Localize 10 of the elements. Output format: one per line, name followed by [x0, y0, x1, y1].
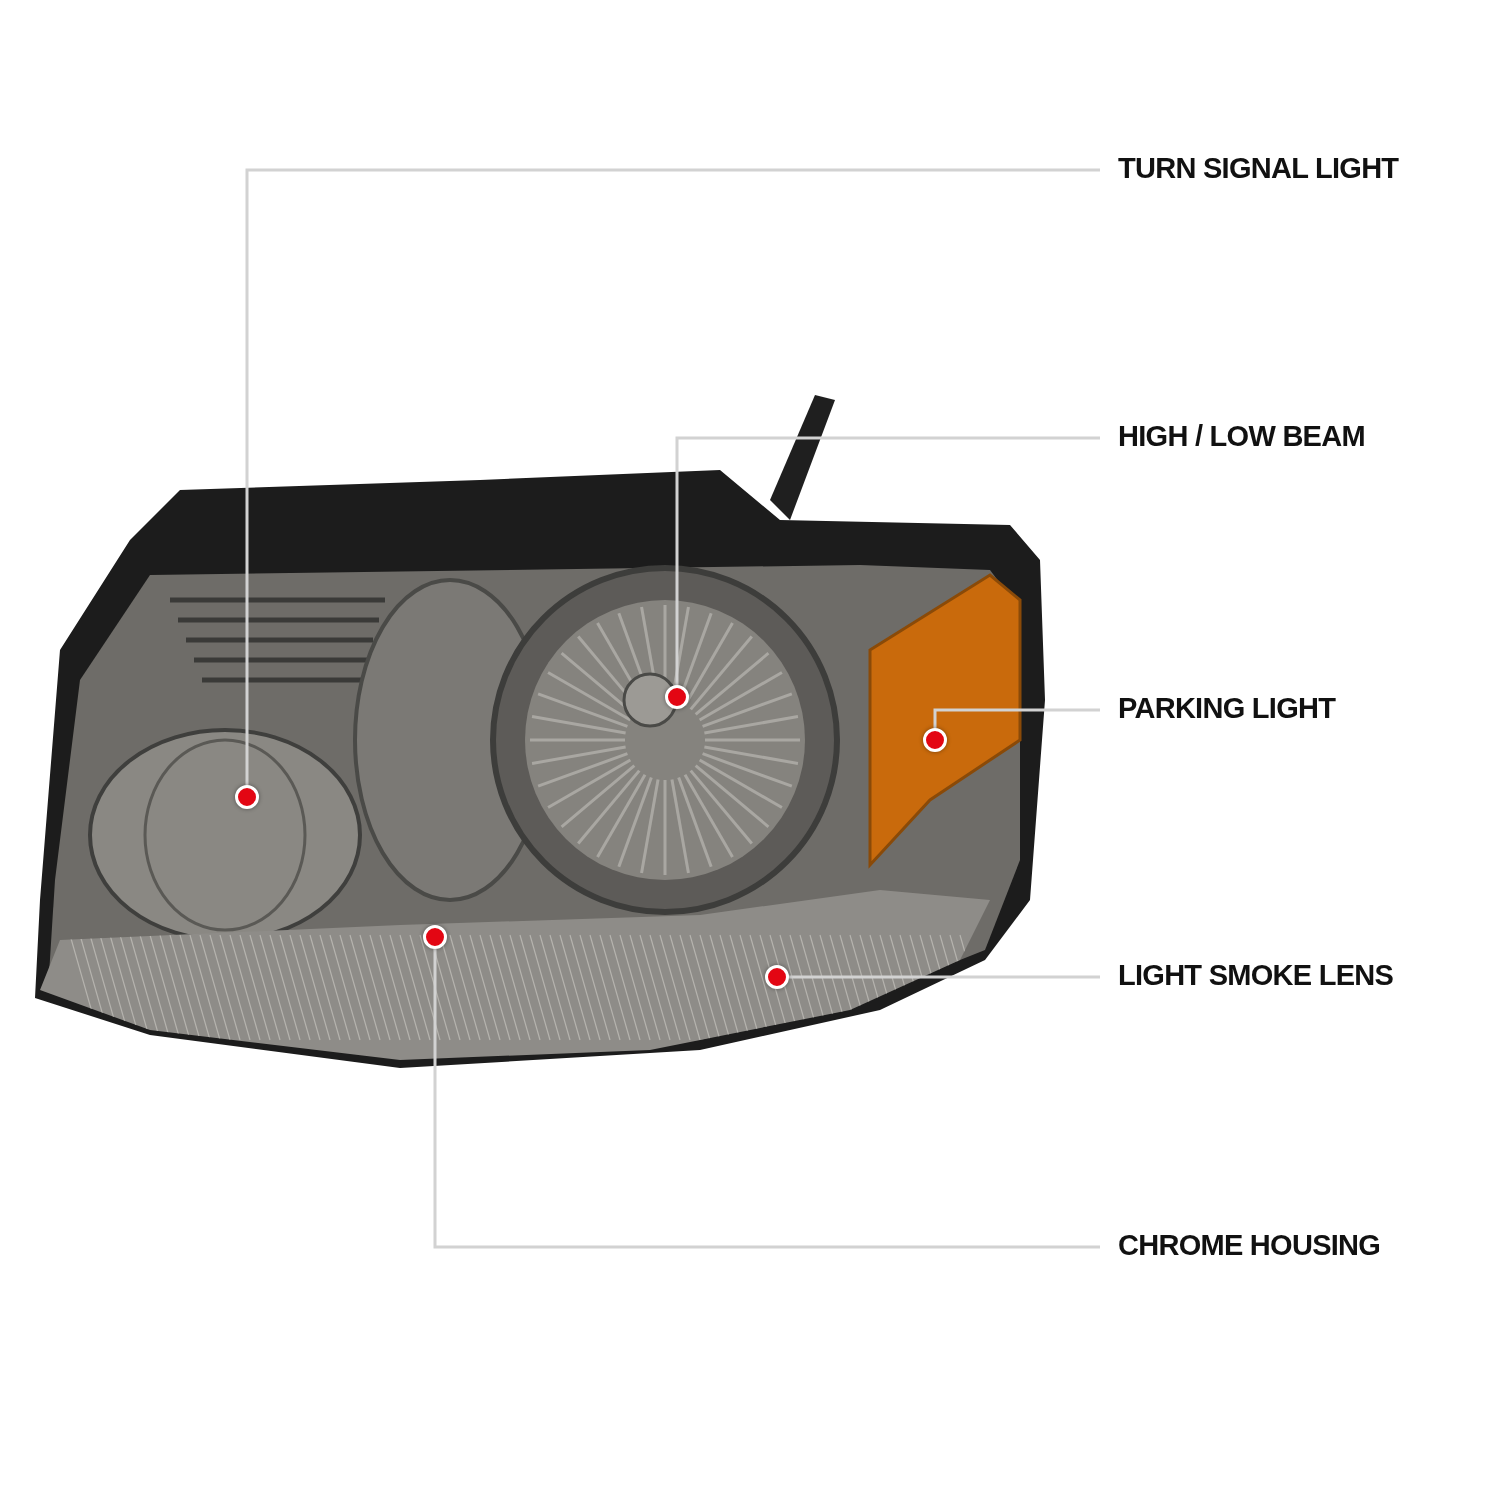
leader-line: [675, 436, 1100, 685]
callout-label: LIGHT SMOKE LENS: [1118, 961, 1394, 990]
leader-line: [789, 975, 1100, 979]
callout-label: CHROME HOUSING: [1118, 1231, 1381, 1260]
callout-label: HIGH / LOW BEAM: [1118, 422, 1365, 451]
leader-line: [933, 708, 1100, 728]
leader-line: [245, 168, 1100, 785]
leader-line: [433, 949, 1100, 1249]
callout-label: PARKING LIGHT: [1118, 694, 1336, 723]
callout-label: TURN SIGNAL LIGHT: [1118, 154, 1399, 183]
